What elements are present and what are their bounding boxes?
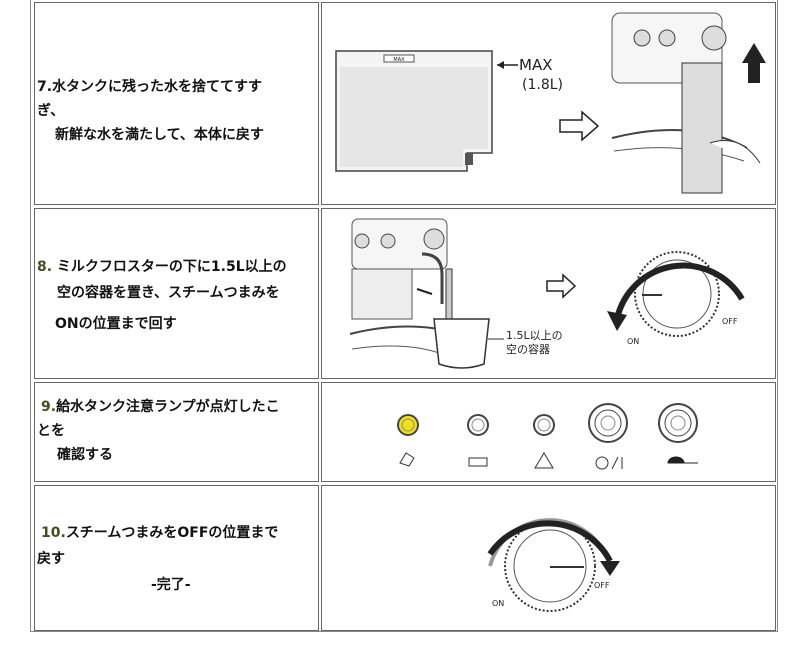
step-line: 給水タンク注意ランプが点灯したこ xyxy=(56,399,280,415)
water-tank-illustration: MAX MAX (1.8L) xyxy=(335,12,766,194)
step-line: 空の容器を置き、スチームつまみを xyxy=(57,285,280,301)
step-8-text: 8. ミルクフロスターの下に1.5L以上の 空の容器を置き、スチームつまみを O… xyxy=(37,254,287,342)
capacity-label: (1.8L) xyxy=(522,77,563,93)
step-line: ぎ、 xyxy=(37,103,65,119)
step-9-text: 9.給水タンク注意ランプが点灯したこ とを 確認する xyxy=(37,395,280,467)
step-number: 7. xyxy=(37,79,53,95)
step-line: ONの位置まで回す xyxy=(55,316,177,332)
beans-icon xyxy=(595,456,609,470)
warning-lamp xyxy=(533,414,555,436)
step-number: 9. xyxy=(41,399,57,415)
step-line: スチームつまみをOFFの位置まで xyxy=(65,525,279,541)
step-9-image-cell xyxy=(321,382,776,482)
warning-icon xyxy=(534,452,554,469)
steam-knob-off-illustration: ON OFF xyxy=(487,518,620,612)
on-label: ON xyxy=(492,599,504,608)
water-tank-icon xyxy=(399,452,415,467)
off-label: OFF xyxy=(594,581,610,590)
container-icon xyxy=(433,318,490,369)
grounds-container-icon xyxy=(468,457,488,467)
on-label: ON xyxy=(627,337,639,346)
grounds-lamp xyxy=(467,414,489,436)
step-8-text-cell: 8. ミルクフロスターの下に1.5L以上の 空の容器を置き、スチームつまみを O… xyxy=(34,208,319,379)
steam-icon xyxy=(667,456,698,464)
tank-max-mark: MAX xyxy=(393,57,405,63)
arrow-right-icon xyxy=(559,110,600,142)
step-10-image-cell: ON OFF xyxy=(321,485,776,631)
step-line: ミルクフロスターの下に1.5L以上の xyxy=(52,259,287,275)
container-label: 空の容器 xyxy=(506,342,550,356)
arrow-up-icon xyxy=(742,43,766,83)
step-7-text: 7.水タンクに残った水を捨ててすす ぎ、 新鮮な水を満たして、本体に戻す xyxy=(37,75,264,147)
indicator-lamps-panel xyxy=(397,403,698,470)
step-line: 水タンクに残った水を捨ててすす xyxy=(52,79,263,95)
step-7-image-cell: MAX MAX (1.8L) xyxy=(321,2,776,205)
step-line: 確認する xyxy=(57,447,113,463)
step-10-text: 10.スチームつまみをOFFの位置まで 戻す -完了- xyxy=(37,520,278,598)
step-10-text-cell: 10.スチームつまみをOFFの位置まで 戻す -完了- xyxy=(34,485,319,631)
step-line: 新鮮な水を満たして、本体に戻す xyxy=(55,127,264,143)
step-line: とを xyxy=(37,423,65,439)
completion-label: -完了- xyxy=(151,577,191,593)
step-line: 戻す xyxy=(37,551,65,567)
water-tank-lamp-lit xyxy=(397,414,419,436)
container-label: 1.5L以上の xyxy=(506,329,563,342)
step-8-image-cell: 1.5L以上の 空の容器 ON OFF xyxy=(321,208,776,379)
milk-frother-illustration: 1.5L以上の 空の容器 ON OFF xyxy=(349,218,745,369)
max-label: MAX xyxy=(519,56,552,74)
step-7-text-cell: 7.水タンクに残った水を捨ててすす ぎ、 新鮮な水を満たして、本体に戻す xyxy=(34,2,319,205)
step-number: 10. xyxy=(41,525,66,541)
off-label: OFF xyxy=(722,317,738,326)
arrow-right-icon xyxy=(546,273,577,299)
instruction-table: 7.水タンクに残った水を捨ててすす ぎ、 新鮮な水を満たして、本体に戻す MAX… xyxy=(30,0,778,632)
step-9-text-cell: 9.給水タンク注意ランプが点灯したこ とを 確認する xyxy=(34,382,319,482)
step-number: 8. xyxy=(37,259,53,275)
